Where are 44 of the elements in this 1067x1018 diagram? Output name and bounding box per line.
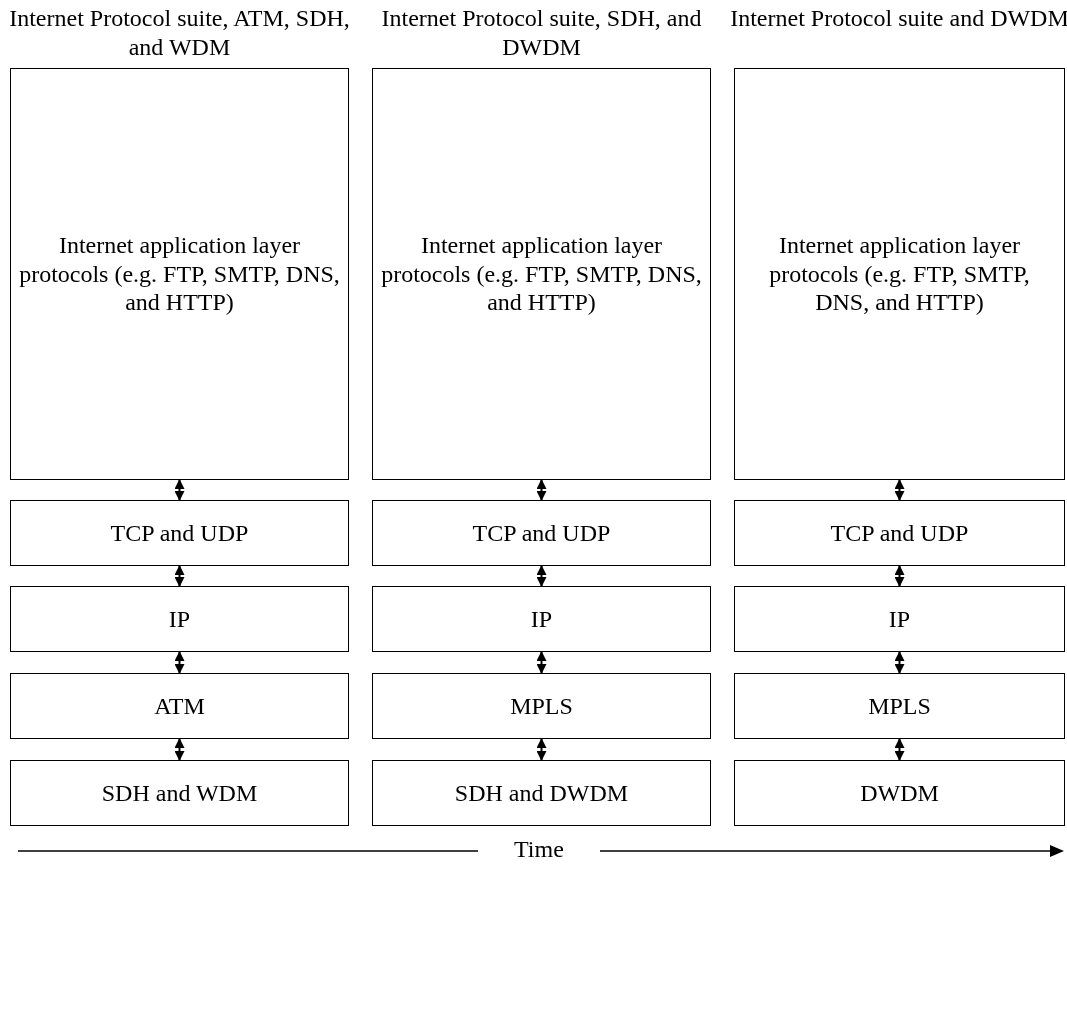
layer-box: [372, 586, 711, 652]
double-arrow: [536, 738, 547, 761]
layer-label: TCP and UDP: [110, 518, 249, 548]
layer-box: [734, 586, 1065, 652]
layer-box: [372, 673, 711, 739]
layer-label: Internet application layer protocols (e.g. FTP, SMTP, DNS, and HTTP): [18, 230, 341, 318]
layer-label: TCP and UDP: [472, 518, 611, 548]
layer-box: [734, 760, 1065, 826]
column-heading: Internet Protocol suite, SDH, and DWDM: [380, 4, 703, 62]
layer-label: MPLS: [868, 691, 931, 721]
double-arrow: [536, 479, 547, 501]
double-arrow: [174, 738, 185, 761]
column-heading: Internet Protocol suite, ATM, SDH, and WDM: [8, 4, 351, 62]
layer-box: [10, 68, 349, 480]
layer-box: [10, 500, 349, 566]
layer-label: IP: [530, 604, 553, 634]
layer-label: DWDM: [860, 778, 939, 808]
double-arrow: [894, 738, 905, 761]
double-arrow: [894, 565, 905, 587]
layer-box: [372, 760, 711, 826]
layer-label: MPLS: [510, 691, 573, 721]
double-arrow: [174, 565, 185, 587]
layer-box: [734, 68, 1065, 480]
double-arrow: [536, 565, 547, 587]
layer-label: Internet application layer protocols (e.g. FTP, SMTP, DNS, and HTTP): [380, 230, 703, 318]
layer-box: [734, 673, 1065, 739]
layer-label: SDH and WDM: [101, 778, 258, 808]
layer-box: [734, 500, 1065, 566]
layer-label: Internet application layer protocols (e.g. FTP, SMTP, DNS, and HTTP): [768, 230, 1031, 318]
layer-box: [372, 500, 711, 566]
layer-box: [10, 673, 349, 739]
layer-label: TCP and UDP: [830, 518, 969, 548]
layer-label: IP: [888, 604, 911, 634]
double-arrow: [174, 651, 185, 674]
layer-box: [372, 68, 711, 480]
layer-label: SDH and DWDM: [454, 778, 629, 808]
layer-box: [10, 586, 349, 652]
layer-box: [10, 760, 349, 826]
layer-label: IP: [168, 604, 191, 634]
double-arrow: [536, 651, 547, 674]
layer-label: ATM: [154, 691, 205, 721]
double-arrow: [174, 479, 185, 501]
double-arrow: [894, 479, 905, 501]
double-arrow: [894, 651, 905, 674]
